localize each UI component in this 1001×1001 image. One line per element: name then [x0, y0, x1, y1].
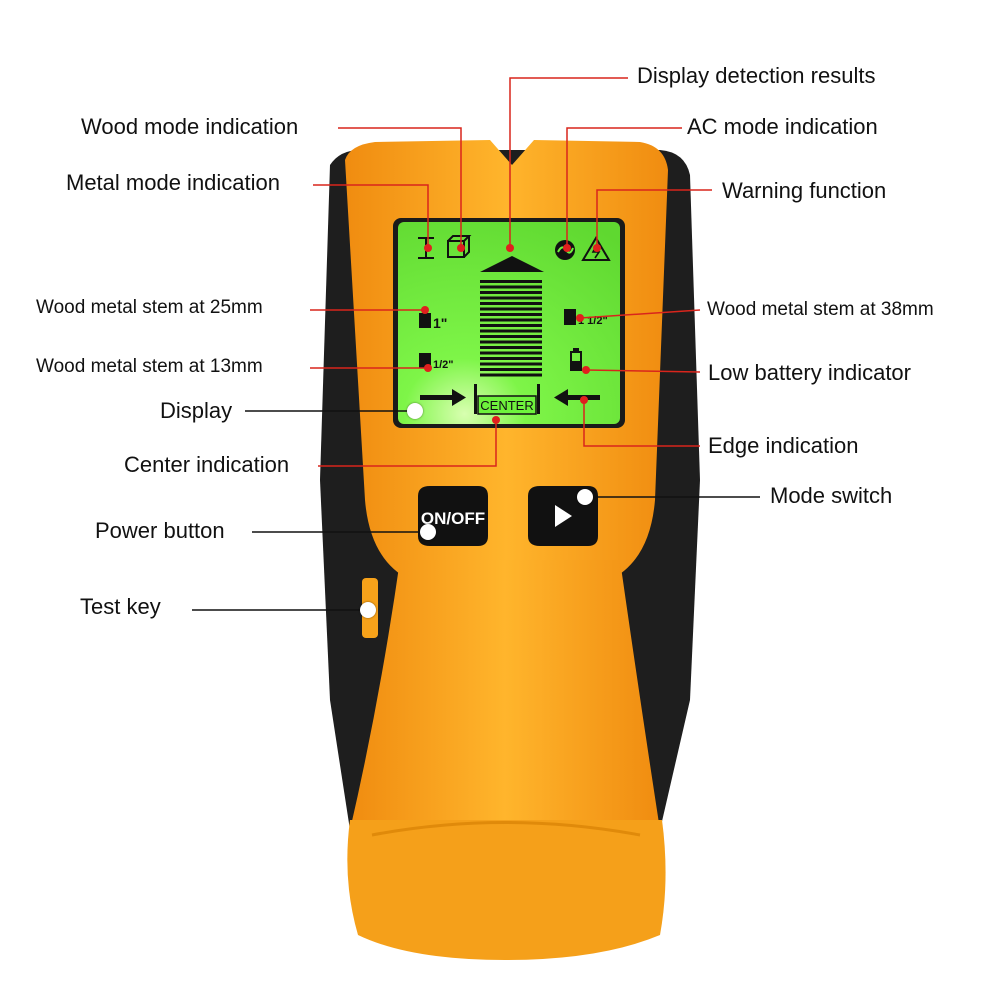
detection-bar	[480, 362, 542, 366]
detection-bar	[480, 329, 542, 333]
detection-bar	[480, 280, 542, 283]
dot-display	[407, 403, 423, 419]
label-low-battery: Low battery indicator	[708, 360, 911, 385]
dot-metal-mode	[424, 244, 432, 252]
label-wood-mode: Wood mode indication	[81, 114, 299, 139]
stem-13-text: 1/2"	[433, 359, 454, 371]
label-mode-switch: Mode switch	[770, 483, 893, 508]
left-arrow	[420, 389, 466, 406]
dot-center	[492, 416, 500, 424]
dot-battery	[582, 366, 590, 374]
label-stem-38: Wood metal stem at 38mm	[707, 299, 934, 320]
detection-bar	[480, 291, 542, 294]
detection-bar	[480, 302, 542, 305]
label-ac-mode: AC mode indication	[687, 114, 878, 139]
label-edge: Edge indication	[708, 433, 859, 458]
label-display: Display	[160, 398, 233, 423]
detection-bar	[480, 285, 542, 289]
dot-test-key	[360, 602, 376, 618]
leader-lines	[310, 77, 712, 467]
dot-mode-switch	[577, 489, 593, 505]
label-power: Power button	[95, 518, 225, 543]
dot-warning	[593, 244, 601, 252]
dot-stem-38	[576, 314, 584, 322]
dot-stem-25	[421, 306, 429, 314]
label-display-results: Display detection results	[637, 63, 876, 88]
black-leaders	[192, 410, 760, 611]
onoff-text: ON/OFF	[421, 509, 485, 528]
dot-power	[420, 524, 436, 540]
dot-edge	[580, 396, 588, 404]
label-stem-13: Wood metal stem at 13mm	[36, 356, 263, 377]
dot-wood-mode	[457, 244, 465, 252]
detection-bar	[480, 324, 542, 327]
lcd-screen	[398, 222, 620, 424]
stem-38-icon	[564, 309, 576, 325]
housing-orange-base	[347, 820, 666, 960]
detection-bars	[480, 280, 542, 377]
label-center: Center indication	[124, 452, 290, 477]
stem-25-icon	[419, 313, 431, 328]
label-metal-mode: Metal mode indication	[66, 170, 281, 195]
detection-arrow	[480, 256, 544, 272]
dot-ac-mode	[563, 244, 571, 252]
detection-bar	[480, 296, 542, 300]
housing-orange-lower	[350, 560, 660, 830]
detection-bar	[480, 335, 542, 338]
detection-bar	[480, 351, 542, 355]
center-text: CENTER	[480, 398, 533, 413]
detection-bar	[480, 340, 542, 344]
battery-icon	[570, 348, 582, 371]
detection-bar	[480, 373, 542, 377]
detection-bar	[480, 307, 542, 311]
detection-bar	[480, 357, 542, 360]
stem-25-text: 1"	[433, 315, 447, 331]
detection-bar	[480, 368, 542, 371]
label-test-key: Test key	[80, 594, 161, 619]
dot-display-results	[506, 244, 514, 252]
detection-bar	[480, 313, 542, 316]
detection-bar	[480, 318, 542, 322]
dot-stem-13	[424, 364, 432, 372]
detection-bar	[480, 346, 542, 349]
label-stem-25: Wood metal stem at 25mm	[36, 297, 263, 318]
label-warning: Warning function	[722, 178, 887, 203]
